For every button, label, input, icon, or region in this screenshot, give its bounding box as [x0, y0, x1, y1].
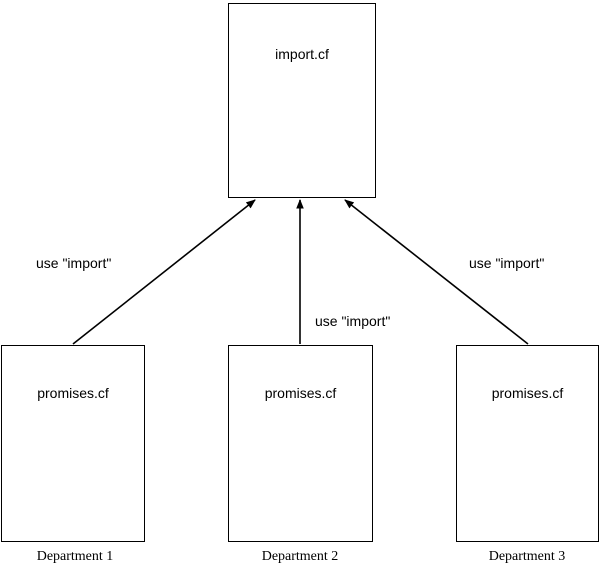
edge-label-dept2: use "import" — [315, 313, 391, 329]
edge-dept1-to-import — [72, 199, 256, 345]
node-import-cf-label: import.cf — [275, 46, 329, 62]
node-promises-cf-dept1-label: promises.cf — [37, 385, 109, 401]
node-promises-cf-dept2-label: promises.cf — [264, 385, 337, 401]
caption-department-2: Department 2 — [261, 549, 339, 564]
edge-dept3-to-import — [344, 199, 529, 345]
node-promises-cf-dept2[interactable]: promises.cf — [228, 345, 373, 542]
node-promises-cf-dept3-label: promises.cf — [491, 385, 564, 401]
caption-department-3: Department 3 — [488, 549, 566, 564]
caption-department-1: Department 1 — [36, 549, 114, 564]
edge-label-dept3: use "import" — [469, 255, 545, 271]
node-import-cf[interactable]: import.cf — [228, 3, 376, 198]
node-promises-cf-dept1[interactable]: promises.cf — [1, 345, 145, 542]
edge-label-dept1: use "import" — [36, 255, 112, 271]
node-promises-cf-dept3[interactable]: promises.cf — [456, 345, 599, 542]
